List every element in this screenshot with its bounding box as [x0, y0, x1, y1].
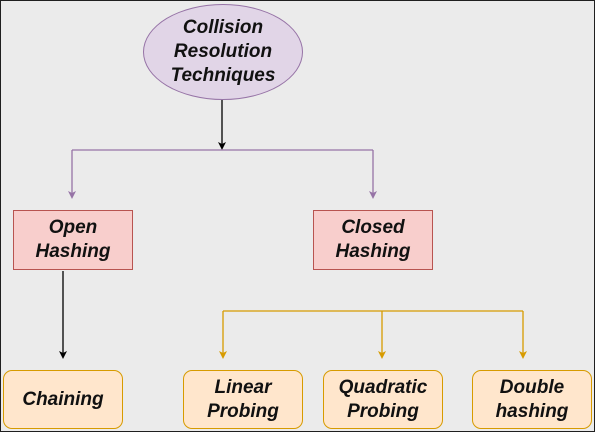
node-double-hashing: Double hashing: [472, 370, 592, 429]
node-quadratic-probing: Quadratic Probing: [323, 370, 443, 429]
node-linear-probing: Linear Probing: [183, 370, 303, 429]
node-closed-hashing: Closed Hashing: [313, 210, 433, 270]
node-collision-resolution-techniques: Collision Resolution Techniques: [143, 4, 303, 100]
node-chaining: Chaining: [3, 370, 123, 429]
node-open-hashing: Open Hashing: [13, 210, 133, 270]
